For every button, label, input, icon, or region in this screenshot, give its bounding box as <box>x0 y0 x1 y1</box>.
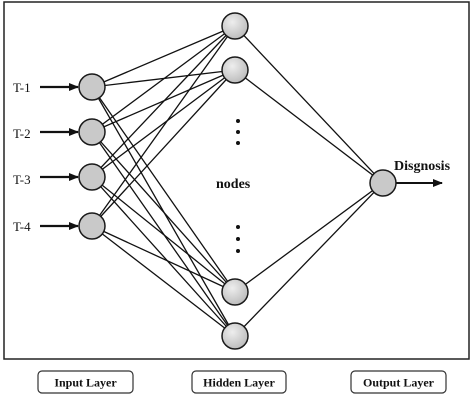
ellipsis-dot-bottom-3 <box>236 249 240 253</box>
hidden-ellipsis-bottom <box>236 225 240 253</box>
edge-hidden-3-output <box>234 182 384 293</box>
hidden-ellipsis-top <box>236 119 240 145</box>
input-node-3 <box>78 163 106 191</box>
output-label: Disgnosis <box>394 159 451 174</box>
layer-label-hidden: Hidden Layer <box>191 370 287 394</box>
input-label-t4: T-4 <box>13 219 31 234</box>
edge-input-1-hidden-1 <box>91 25 236 88</box>
nodes-group <box>78 12 397 350</box>
ellipsis-dot-top-3 <box>236 141 240 145</box>
input-label-t3: T-3 <box>13 172 31 187</box>
ellipsis-dot-top-1 <box>236 119 240 123</box>
layer-label-box <box>191 370 287 394</box>
input-node-2 <box>78 118 106 146</box>
input-label-t1: T-1 <box>13 80 31 95</box>
layer-label-box <box>350 370 447 394</box>
edge-hidden-4-output <box>234 182 384 337</box>
layer-label-output: Output Layer <box>350 370 447 394</box>
edge-input-1-hidden-3 <box>91 86 236 293</box>
edge-input-3-hidden-1 <box>91 25 236 178</box>
edge-input-3-hidden-4 <box>91 176 236 337</box>
input-arrows <box>40 83 443 230</box>
edge-input-4-hidden-2 <box>91 69 236 227</box>
output-node <box>369 169 397 197</box>
edge-input-3-hidden-3 <box>91 176 236 293</box>
hidden-layer-label: Hidden Layer <box>203 376 275 390</box>
input-label-t2: T-2 <box>13 126 31 141</box>
input-layer-label: Input Layer <box>54 376 117 390</box>
hidden-node-1 <box>221 12 249 40</box>
edge-hidden-2-output <box>234 69 384 184</box>
output-layer-label: Output Layer <box>363 376 435 390</box>
ellipsis-dot-bottom-2 <box>236 237 240 241</box>
edge-input-4-hidden-3 <box>91 225 236 293</box>
hidden-node-3 <box>221 278 249 306</box>
edge-input-2-hidden-1 <box>91 25 236 133</box>
ellipsis-dot-top-2 <box>236 130 240 134</box>
input-node-4 <box>78 212 106 240</box>
diagram-frame <box>3 1 470 360</box>
edge-input-3-hidden-2 <box>91 69 236 178</box>
hidden-node-4 <box>221 322 249 350</box>
layer-label-input: Input Layer <box>37 370 134 394</box>
edge-hidden-1-output <box>234 25 384 184</box>
layer-label-box <box>37 370 134 394</box>
edge-input-2-hidden-3 <box>91 131 236 293</box>
hidden-nodes-label: nodes <box>216 177 251 192</box>
input-node-1 <box>78 73 106 101</box>
edge-input-4-hidden-4 <box>91 225 236 337</box>
connections <box>91 25 384 337</box>
hidden-node-2 <box>221 56 249 84</box>
ellipsis-dot-bottom-1 <box>236 225 240 229</box>
edge-input-4-hidden-1 <box>91 25 236 227</box>
